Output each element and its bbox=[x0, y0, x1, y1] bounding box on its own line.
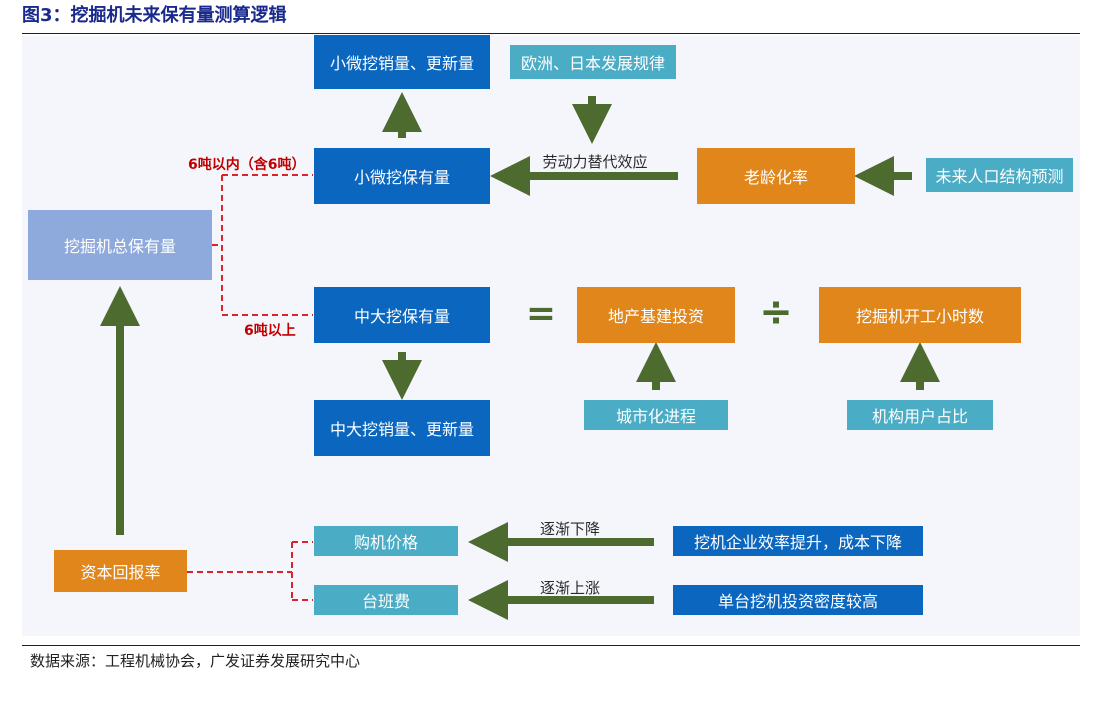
node-aging: 老龄化率 bbox=[697, 148, 855, 204]
equals-sign: = bbox=[525, 293, 557, 334]
node-efficiency: 挖机企业效率提升，成本下降 bbox=[673, 526, 923, 556]
node-euro-japan: 欧洲、日本发展规律 bbox=[510, 45, 676, 79]
bottom-rule bbox=[22, 645, 1080, 646]
node-user-share: 机构用户占比 bbox=[847, 400, 993, 430]
split-connector bbox=[212, 174, 313, 316]
node-roi: 资本回报率 bbox=[54, 550, 187, 592]
node-urban: 城市化进程 bbox=[584, 400, 728, 430]
label-within-6t: 6吨以内（含6吨） bbox=[188, 157, 306, 173]
node-small-stock: 小微挖保有量 bbox=[314, 148, 490, 204]
top-rule bbox=[22, 33, 1080, 34]
node-population: 未来人口结构预测 bbox=[926, 158, 1073, 192]
node-rent: 台班费 bbox=[314, 585, 458, 615]
label-decline: 逐渐下降 bbox=[539, 520, 600, 538]
node-small-sales: 小微挖销量、更新量 bbox=[314, 35, 490, 89]
divide-sign: ÷ bbox=[759, 289, 793, 335]
node-density: 单台挖机投资密度较高 bbox=[673, 585, 923, 615]
node-hours: 挖掘机开工小时数 bbox=[819, 287, 1021, 343]
label-rise: 逐渐上涨 bbox=[539, 579, 600, 597]
source-note: 数据来源：工程机械协会，广发证券发展研究中心 bbox=[30, 652, 361, 670]
node-infra: 地产基建投资 bbox=[577, 287, 735, 343]
label-labor-substitution: 劳动力替代效应 bbox=[542, 153, 648, 171]
node-mid-stock: 中大挖保有量 bbox=[314, 287, 490, 343]
figure-title: 图3：挖掘机未来保有量测算逻辑 bbox=[22, 5, 287, 26]
node-mid-sales: 中大挖销量、更新量 bbox=[314, 400, 490, 456]
roi-connector bbox=[187, 541, 313, 601]
node-price: 购机价格 bbox=[314, 526, 458, 556]
node-total-stock: 挖掘机总保有量 bbox=[28, 210, 212, 280]
label-above-6t: 6吨以上 bbox=[244, 323, 296, 339]
